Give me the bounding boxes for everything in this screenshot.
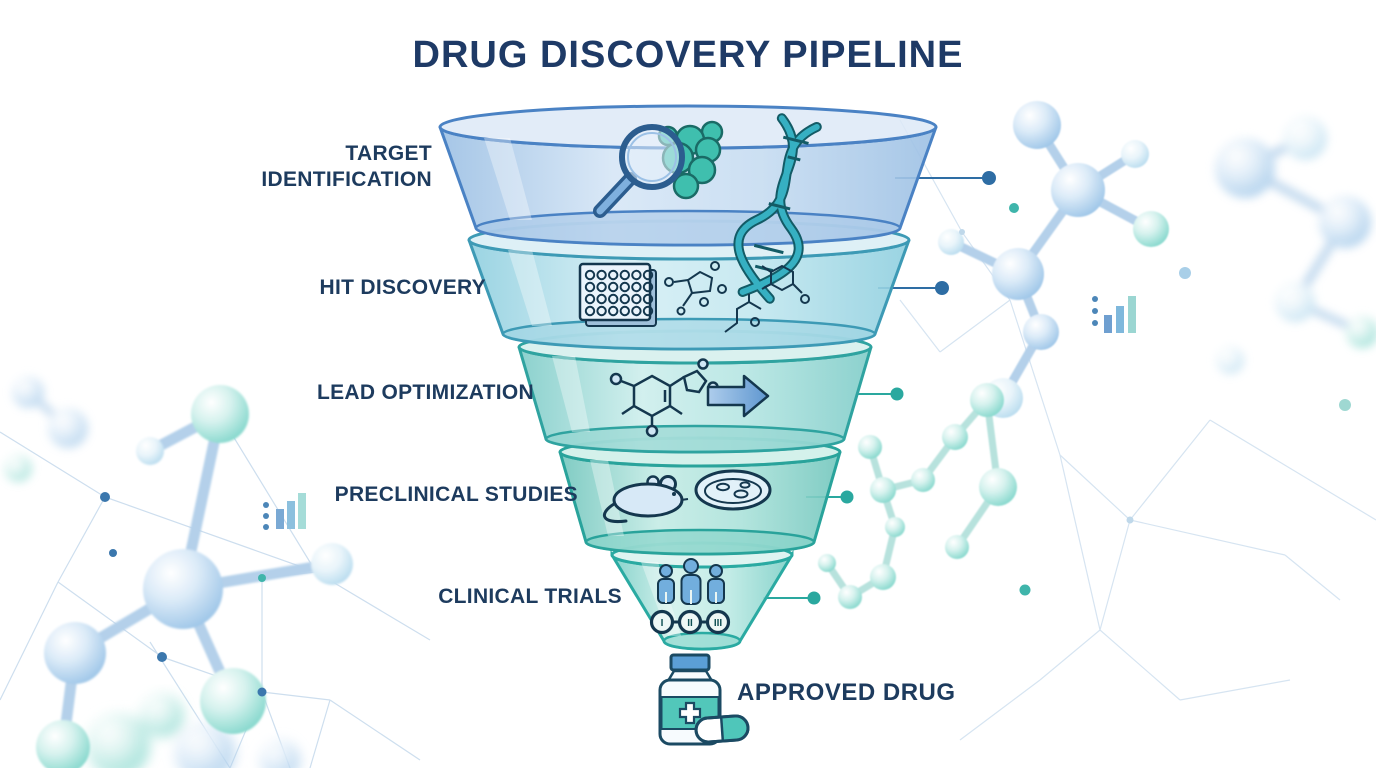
capsule-icon bbox=[694, 714, 750, 744]
left-molecule-decoration bbox=[36, 385, 353, 768]
molecule-structure-icon bbox=[609, 358, 719, 438]
network-lines-right bbox=[899, 119, 1376, 741]
stage-label-target-identification: TARGET IDENTIFICATION bbox=[261, 142, 432, 191]
connector-dot-stage2 bbox=[935, 281, 949, 295]
blurred-molecule-top-left bbox=[4, 376, 88, 482]
teal-chain-molecule-decoration bbox=[818, 383, 1017, 609]
accent-dots bbox=[100, 203, 1351, 697]
stage-label-clinical-trials: CLINICAL TRIALS bbox=[438, 585, 622, 608]
approved-drug-label: APPROVED DRUG bbox=[737, 679, 956, 706]
bar-chart-icon-left bbox=[263, 493, 306, 530]
stage-label-preclinical-studies: PRECLINICAL STUDIES bbox=[334, 483, 578, 506]
patients-icon bbox=[657, 558, 725, 605]
phase-badges-icon: I II III bbox=[649, 609, 731, 635]
chemical-structure-icon bbox=[664, 261, 810, 333]
blurred-molecule-far-right bbox=[1215, 116, 1376, 374]
phase-3-label: III bbox=[714, 618, 723, 629]
bar-chart-icon-right bbox=[1092, 296, 1136, 333]
microplate-icon bbox=[578, 262, 657, 327]
connector-dot-stage4 bbox=[840, 490, 854, 504]
connector-dot-stage3 bbox=[890, 387, 904, 401]
dna-helix-icon bbox=[733, 113, 822, 304]
stage-label-lead-optimization: LEAD OPTIMIZATION bbox=[316, 381, 534, 404]
right-molecule-decoration bbox=[938, 101, 1169, 418]
arrow-right-icon bbox=[706, 374, 770, 418]
connector-dot-stage5 bbox=[807, 591, 821, 605]
magnifier-icon bbox=[593, 124, 685, 218]
petri-dish-icon bbox=[694, 469, 772, 511]
phase-1-label: I bbox=[661, 618, 664, 629]
pill-bottle-icon bbox=[658, 653, 750, 746]
funnel-stage-5-shape bbox=[610, 541, 794, 651]
page-title: DRUG DISCOVERY PIPELINE bbox=[412, 34, 964, 76]
mouse-icon bbox=[602, 475, 689, 524]
stage-label-hit-discovery: HIT DISCOVERY bbox=[319, 276, 486, 299]
blurred-molecule-bottom-left bbox=[86, 693, 300, 768]
phase-2-label: II bbox=[687, 618, 693, 629]
connector-dot-stage1 bbox=[982, 171, 996, 185]
